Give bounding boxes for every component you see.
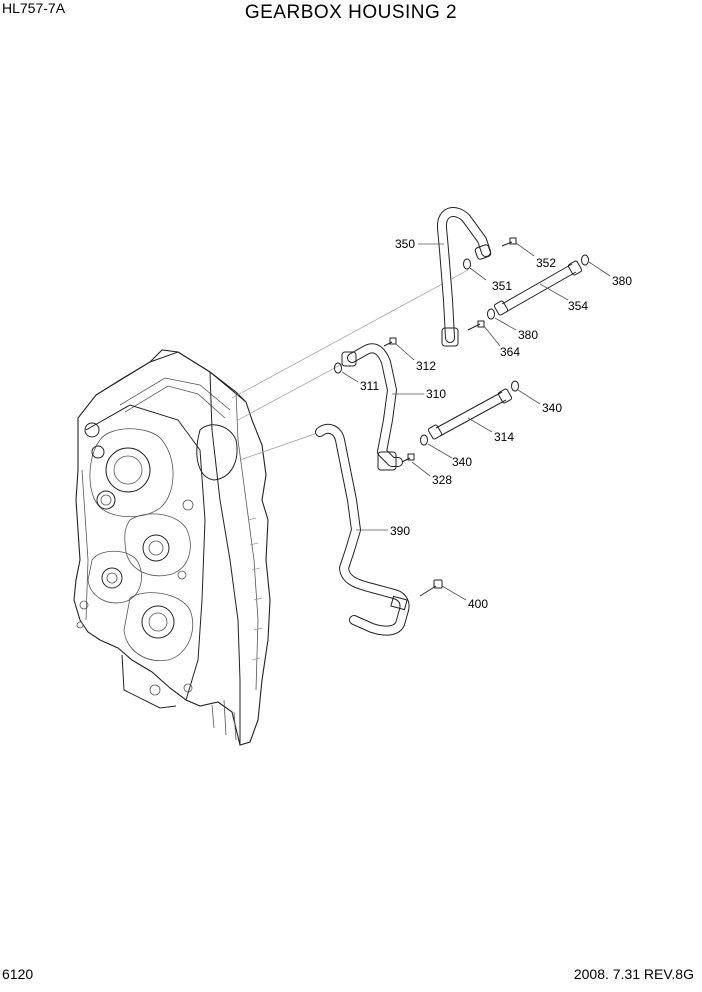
callout-380-upper: 380 — [612, 274, 632, 288]
o-ring-380-lower — [487, 308, 495, 320]
callout-312: 312 — [416, 359, 436, 373]
o-ring-340-upper — [511, 380, 519, 392]
bolt-328 — [401, 453, 415, 463]
callout-350: 350 — [395, 237, 415, 251]
o-ring-351 — [463, 258, 471, 270]
bolt-400 — [419, 579, 443, 597]
bolt-352 — [501, 237, 517, 247]
callout-328: 328 — [432, 473, 452, 487]
callout-400: 400 — [468, 597, 488, 611]
bolt-364 — [467, 320, 485, 331]
callout-340-upper: 340 — [542, 401, 562, 415]
o-ring-340-lower — [420, 434, 428, 446]
page-number: 6120 — [2, 966, 34, 982]
callout-351: 351 — [492, 279, 512, 293]
callout-354: 354 — [568, 299, 588, 313]
callout-364: 364 — [500, 345, 520, 359]
callout-380-lower: 380 — [518, 328, 538, 342]
bolt-312 — [383, 337, 397, 347]
o-ring-311 — [334, 362, 342, 374]
revision-date: 2008. 7.31 REV.8G — [573, 966, 694, 982]
o-ring-380-upper — [581, 254, 589, 266]
pipe-390 — [315, 423, 410, 636]
callout-labels: 350 352 351 380 354 380 364 312 311 310 … — [360, 237, 632, 611]
callout-340-lower: 340 — [452, 455, 472, 469]
pipe-310 — [341, 343, 403, 471]
tube-354 — [493, 260, 583, 316]
model-code: HL757-7A — [2, 0, 66, 16]
callout-311: 311 — [360, 379, 379, 393]
pipe-350 — [437, 207, 492, 347]
callout-314: 314 — [494, 430, 514, 444]
page-title: GEARBOX HOUSING 2 — [244, 2, 458, 23]
leader-lines — [341, 242, 611, 601]
callout-390: 390 — [390, 524, 410, 538]
tube-314 — [427, 388, 513, 440]
callout-352: 352 — [536, 256, 556, 270]
alignment-lines — [231, 269, 469, 461]
callout-310: 310 — [426, 387, 446, 401]
gearbox-housing — [73, 349, 271, 746]
